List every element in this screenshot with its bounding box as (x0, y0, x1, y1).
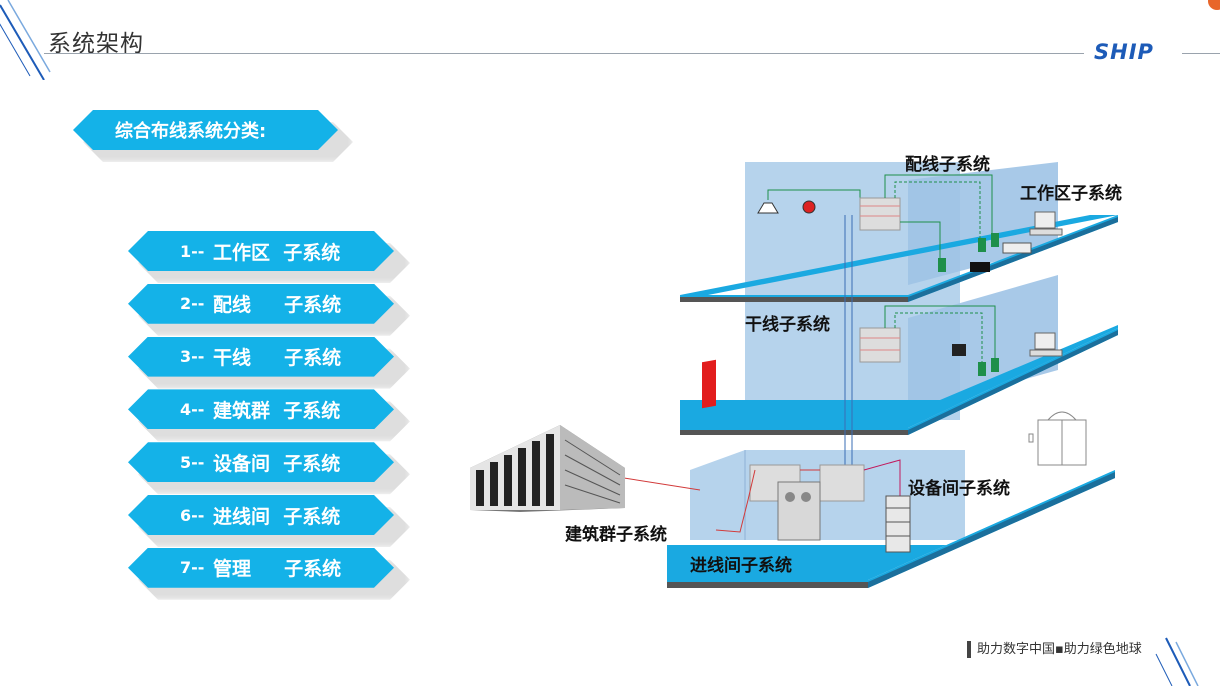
header-stripes-left (0, 0, 51, 80)
subsystem-item: 5-- 设备间 子系统 (128, 442, 394, 482)
subsystem-number: 5-- (180, 452, 205, 472)
subsystem-label: 设备间 子系统 (206, 452, 341, 475)
server-rack (777, 481, 821, 541)
subsystem-item: 7-- 管理 子系统 (128, 548, 394, 588)
label-work-area-subsystem: 工作区子系统 (1020, 184, 1122, 204)
subsystem-label: 配线 子系统 (206, 294, 342, 317)
ceiling-sensor (757, 202, 779, 214)
subsystem-item: 2-- 配线 子系统 (128, 284, 394, 324)
subsystem-item: 6-- 进线间 子系统 (128, 495, 394, 535)
subsystem-label: 进线间 子系统 (206, 505, 341, 528)
page-title: 系统架构 (48, 31, 144, 57)
equipment-cabinet (885, 495, 911, 553)
label-backbone-subsystem: 干线子系统 (745, 315, 830, 335)
patch-panel-f3 (859, 197, 901, 231)
ship-logo: SHIP (1094, 40, 1154, 64)
subsystem-label: 干线 子系统 (206, 347, 342, 370)
subsystem-number: 7-- (180, 558, 205, 578)
notification-badge (1208, 0, 1220, 10)
classification-heading-text: 综合布线系统分类: (115, 121, 267, 142)
subsystem-label: 建筑群 子系统 (206, 399, 341, 422)
subsystem-number: 2-- (180, 294, 205, 314)
floor3-side (680, 297, 908, 302)
patch-panel-f1b (819, 464, 865, 502)
header-divider-right (1182, 53, 1220, 54)
subsystem-item: 1-- 工作区 子系统 (128, 231, 394, 271)
patch-panel-f2 (859, 327, 901, 363)
label-horizontal-subsystem: 配线子系统 (905, 155, 990, 175)
subsystem-item: 3-- 干线 子系统 (128, 337, 394, 377)
footer-stripes-right (1155, 637, 1199, 686)
subsystem-number: 3-- (180, 347, 205, 367)
cabling-system-diagram (470, 162, 1118, 588)
subsystem-number: 4-- (180, 399, 205, 419)
label-entrance-subsystem: 进线间子系统 (690, 556, 792, 576)
computer-f3 (1034, 211, 1056, 229)
subsystem-item: 4-- 建筑群 子系统 (128, 389, 394, 429)
header-divider (44, 53, 1084, 54)
subsystem-number: 1-- (180, 241, 205, 261)
entrance-panel (702, 359, 716, 409)
printer-f3 (1002, 242, 1032, 254)
subsystem-label: 管理 子系统 (206, 558, 342, 581)
footer-slogan: 助力数字中国▪助力绿色地球 (967, 641, 1142, 658)
telephone-f3 (970, 262, 990, 272)
alarm-bell (802, 200, 816, 214)
subsystem-label: 工作区 子系统 (206, 241, 341, 264)
floor3-top (680, 215, 1118, 295)
classification-heading: 综合布线系统分类: (73, 110, 338, 150)
camera-f2 (952, 344, 966, 356)
computer-f2 (1034, 332, 1056, 350)
label-equipment-room-subsystem: 设备间子系统 (908, 479, 1010, 499)
label-campus-subsystem: 建筑群子系统 (565, 525, 667, 545)
campus-building (470, 425, 625, 512)
subsystem-number: 6-- (180, 505, 205, 525)
